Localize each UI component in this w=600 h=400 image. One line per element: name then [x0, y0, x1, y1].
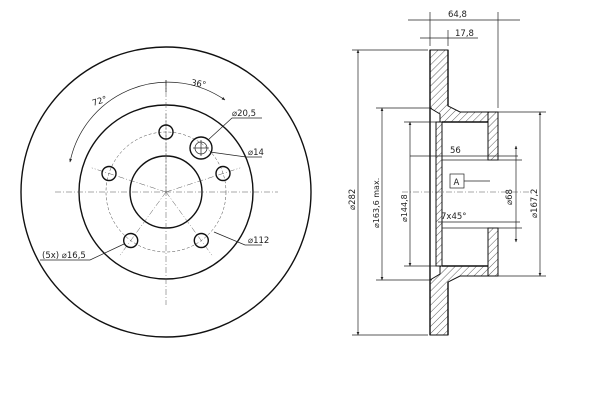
- dia-20-5-label: ⌀20,5: [232, 109, 256, 119]
- leader-16-5: [40, 243, 125, 261]
- bolt-holes-label: (5x) ⌀16,5: [42, 251, 86, 261]
- hub-flange-bottom: [487, 227, 499, 277]
- depth-56-label: 56: [450, 146, 461, 156]
- outer-rim-circle: [20, 46, 312, 338]
- width-64-8-label: 64,8: [448, 10, 467, 20]
- dia-282-label: ⌀282: [348, 189, 358, 210]
- dia-167-2-label: ⌀167,2: [530, 189, 540, 218]
- bolt-hole: [215, 165, 231, 182]
- leader-112: [213, 231, 262, 246]
- angle-36-label: 36°: [190, 78, 207, 90]
- bolt-hole: [193, 232, 210, 249]
- dia-14-label: ⌀14: [248, 148, 264, 158]
- hub-flange-top: [487, 111, 499, 161]
- dia-144-8-label: ⌀144,8: [400, 194, 409, 222]
- bolt-hole: [101, 165, 117, 182]
- radial-line: [119, 191, 167, 256]
- disc-ring-top: [429, 49, 499, 123]
- leader-14: [209, 151, 262, 158]
- front-view: 72° 36° ⌀20,5 ⌀14 ⌀112 (5x) ⌀16,5: [20, 46, 312, 338]
- angle-arc: [69, 81, 226, 163]
- dia-163-6-label: ⌀163,6 max.: [372, 178, 381, 228]
- bolt-hole: [122, 232, 139, 249]
- leader-20-5: [207, 117, 262, 141]
- radial-line: [165, 191, 213, 256]
- thickness-17-8-label: 17,8: [455, 29, 474, 39]
- dia-112-label: ⌀112: [248, 236, 269, 246]
- centering-hole: [189, 136, 213, 160]
- angle-72-label: 72°: [91, 95, 108, 109]
- side-view: A 64,8 17,8 56 7x45° ⌀282 ⌀163,6 max. ⌀1…: [348, 10, 546, 336]
- radial-line: [91, 167, 167, 193]
- radial-line: [165, 167, 241, 193]
- chamfer-label: 7x45°: [441, 212, 467, 222]
- dia-68-label: ⌀68: [505, 189, 515, 205]
- datum-label: A: [454, 178, 460, 188]
- hat-wall: [435, 121, 443, 267]
